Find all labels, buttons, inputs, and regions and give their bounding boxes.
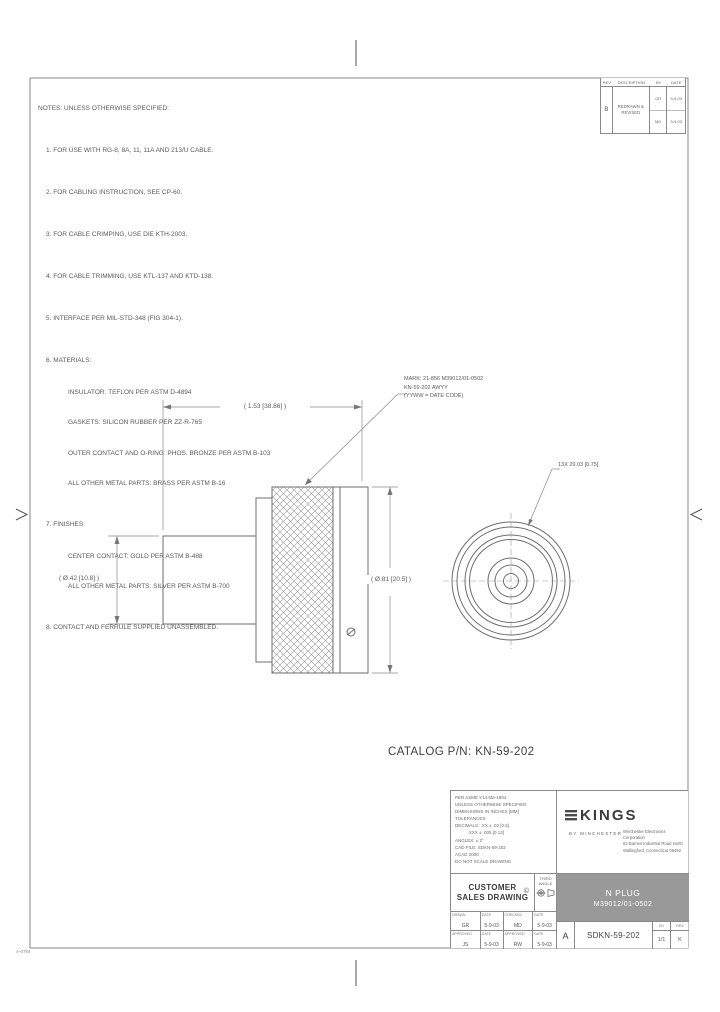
brand-name: KINGS: [580, 807, 638, 824]
note-6: 6. MATERIALS:: [46, 357, 92, 364]
third-angle-projection-icon: [536, 888, 554, 898]
doc-type-line-2: SALES DRAWING: [456, 892, 529, 902]
sheet-border: [29, 77, 689, 949]
revision-cell: REV K: [671, 922, 689, 949]
doc-type-line-1: CUSTOMER: [468, 882, 517, 892]
notes-title: NOTES: UNLESS OTHERWISE SPECIFIED:: [38, 105, 169, 112]
dim-cable-diameter: ( Ø.42 [10.8] ): [58, 575, 100, 582]
notes-block: NOTES: UNLESS OTHERWISE SPECIFIED: 1. FO…: [38, 84, 338, 653]
note-6c: OUTER CONTACT AND O-RING: PHOS. BRONZE P…: [68, 449, 271, 457]
front-view-centerlines: [443, 513, 579, 649]
note-3: 3. FOR CABLE CRIMPING, USE DIE KTH-2003.: [46, 231, 188, 238]
dimension-arrowheads: [114, 404, 533, 673]
revision-by-cells: GR MD: [649, 87, 668, 133]
manufacturer-block: KINGS BY WINCHESTER Winchester Electroni…: [557, 791, 689, 873]
revision-description: REDRAWN & REVISED: [613, 87, 650, 133]
date-col-header: DATE: [671, 79, 682, 85]
drawing-number-row: A SDKN-59-202 SH 1/1 REV K: [557, 921, 689, 949]
note-2: 2. FOR CABLING INSTRUCTION, SEE CP-60.: [46, 189, 183, 196]
brand-byline: BY WINCHESTER: [569, 831, 623, 836]
document-type-cell: CUSTOMER SALES DRAWING ©: [451, 873, 535, 911]
signature-row-2: APPROVED JS DATE 5-9-03 APPROVED RW DATE…: [451, 930, 557, 949]
mark-line-1: MARK: 21-856 M39012/01-0502: [404, 376, 484, 382]
mark-callout: MARK: 21-856 M39012/01-0502 KN-59-202 AW…: [404, 375, 483, 401]
desc-col-header: DESCRIPTION: [617, 79, 645, 85]
signature-row-1: DRAWN GR DATE 5-9-03 CHECKED MD DATE 5-9…: [451, 911, 557, 930]
note-7b: ALL OTHER METAL PARTS: SILVER PER ASTM B…: [68, 583, 230, 590]
manufacturer-address: Winchester Electronics Corporation 63 Ba…: [623, 829, 683, 853]
revision-date-cells: 5-9-03 5-9-03: [667, 87, 685, 133]
catalog-part-number: CATALOG P/N: KN-59-202: [388, 746, 535, 758]
note-1: 1. FOR USE WITH RG-8, 8A, 11, 11A AND 21…: [46, 147, 214, 154]
approved1-cell: APPROVED JS: [451, 931, 481, 949]
copyright-icon: ©: [523, 888, 529, 895]
dim-body-diameter: ( Ø.81 [20.5] ): [358, 575, 424, 584]
drawn-cell: DRAWN GR: [451, 912, 481, 930]
tolerance-notes: PER ASME Y14.5M-1994 UNLESS OTHERWISE SP…: [451, 791, 557, 873]
note-8: 8. CONTACT AND FERRULE SUPPLIED UNASSEMB…: [46, 624, 219, 631]
sheet-size: A: [557, 922, 575, 949]
drawn-date-cell: DATE 5-9-03: [481, 912, 504, 930]
approved2-cell: APPROVED RW: [504, 931, 534, 949]
note-6a: INSULATOR: TEFLON PER ASTM D-4894: [68, 388, 192, 396]
approved1-date-cell: DATE 5-9-03: [481, 931, 504, 949]
revision-table: REV DESCRIPTION BY DATE B REDRAWN & REVI…: [600, 78, 686, 134]
checked-date-cell: DATE 5-9-03: [534, 912, 552, 930]
kings-bars-icon: [565, 810, 577, 821]
front-view-callout: 13X 29.03 [0.75]: [558, 462, 599, 468]
rev-col-header: REV: [602, 79, 611, 85]
mil-spec-number: M39012/01-0502: [593, 900, 653, 908]
projection-cell: THIRD ANGLE: [535, 873, 557, 911]
registration-marks: [15, 40, 703, 986]
form-number: A-0784: [16, 949, 31, 954]
revision-letter: B: [601, 87, 613, 133]
note-6b: GASKETS: SILICON RUBBER PER ZZ-R-765: [68, 419, 203, 426]
revision-row: B REDRAWN & REVISED GR MD 5-9-03 5-9-03: [601, 87, 685, 133]
connector-side-view: [162, 486, 369, 674]
kings-logo: KINGS: [565, 807, 638, 824]
part-title: N PLUG: [605, 887, 641, 898]
by-col-header: BY: [655, 79, 662, 85]
approved2-date-cell: DATE 5-9-03: [534, 931, 552, 949]
checked-cell: CHECKED MD: [504, 912, 534, 930]
note-7a: CENTER CONTACT: GOLD PER ASTM B-488: [68, 552, 203, 560]
part-title-cell: N PLUG M39012/01-0502: [557, 873, 689, 921]
mark-line-3: (YYWW = DATE CODE): [404, 393, 464, 399]
sheet-cell: SH 1/1: [653, 922, 671, 949]
note-7: 7. FINISHES:: [46, 521, 86, 528]
title-block: PER ASME Y14.5M-1994 UNLESS OTHERWISE SP…: [450, 790, 689, 949]
note-6d: ALL OTHER METAL PARTS: BRASS PER ASTM B-…: [68, 480, 226, 487]
mark-line-2: KN-59-202 AWYY: [404, 384, 448, 391]
note-5: 5. INTERFACE PER MIL-STD-348 (FIG 304-1)…: [46, 315, 183, 322]
dimension-lines: [108, 393, 560, 674]
dim-overall-length: ( 1.53 [38.86] ): [220, 402, 310, 411]
note-4: 4. FOR CABLE TRIMMING, USE KTL-137 AND K…: [46, 273, 214, 280]
revision-table-header: REV DESCRIPTION BY DATE: [601, 78, 685, 87]
drawing-number: SDKN-59-202: [575, 922, 653, 949]
